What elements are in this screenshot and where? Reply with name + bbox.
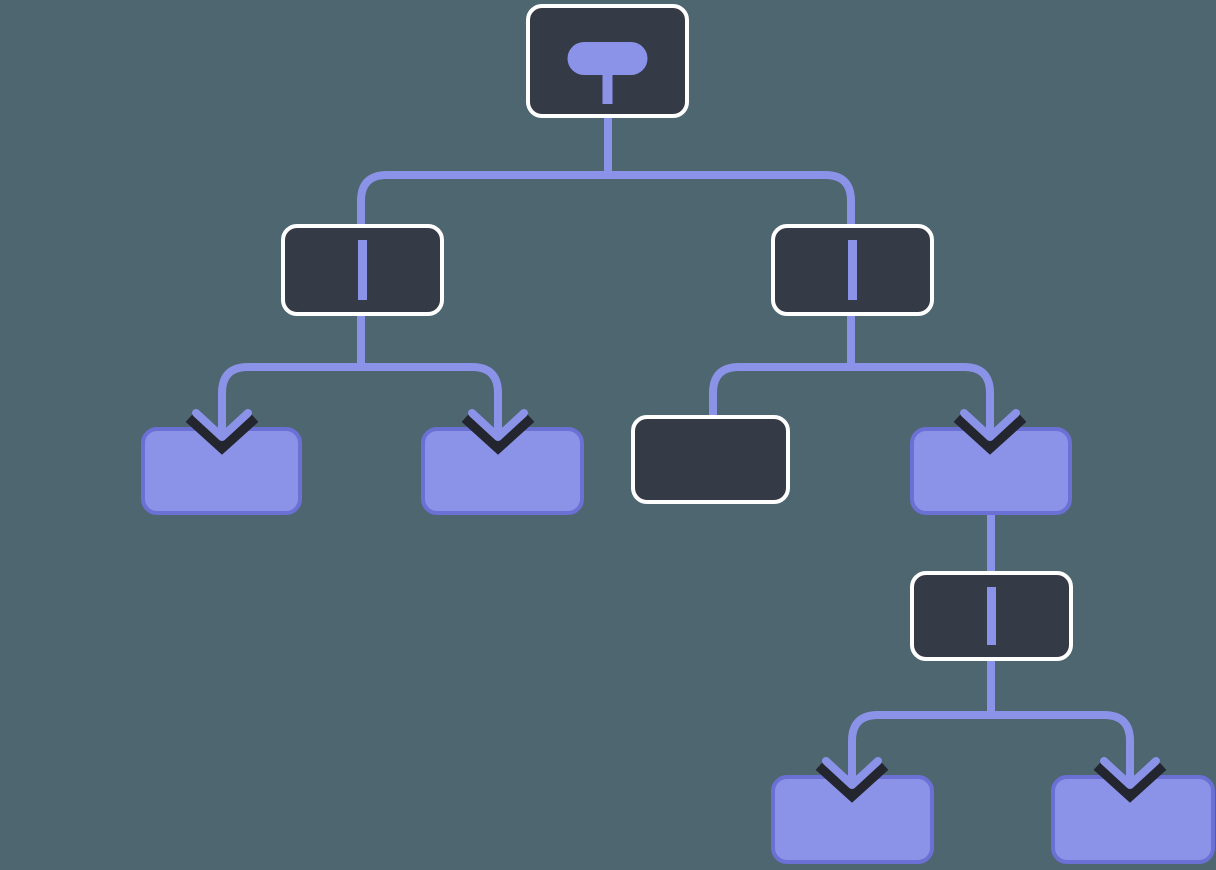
arrow-leaf-5-dark-chevron-icon [815, 758, 889, 803]
arrow-leaf-2-arrow-down-icon [468, 409, 528, 441]
node-leaf-3[interactable] [631, 415, 790, 504]
arrow-leaf-4-dark-chevron-icon [953, 410, 1027, 455]
connector-bottom-rail [848, 711, 1134, 785]
arrow-leaf-4-arrow-down-icon [960, 409, 1020, 441]
node-root-pill-glyph [567, 42, 648, 75]
arrow-leaf-5-arrow-down-icon [822, 757, 882, 789]
connector-left-rail [218, 363, 502, 437]
arrow-leaf-2-dark-chevron-icon [461, 410, 535, 455]
arrow-leaf-6-dark-chevron-icon [1093, 758, 1167, 803]
connector-top-rail [357, 171, 855, 230]
arrow-leaf-1-dark-chevron-icon [185, 410, 259, 455]
connector-right-rail [709, 363, 994, 437]
arrow-leaf-1-arrow-down-icon [192, 409, 252, 441]
arrow-leaf-6-arrow-down-icon [1100, 757, 1160, 789]
